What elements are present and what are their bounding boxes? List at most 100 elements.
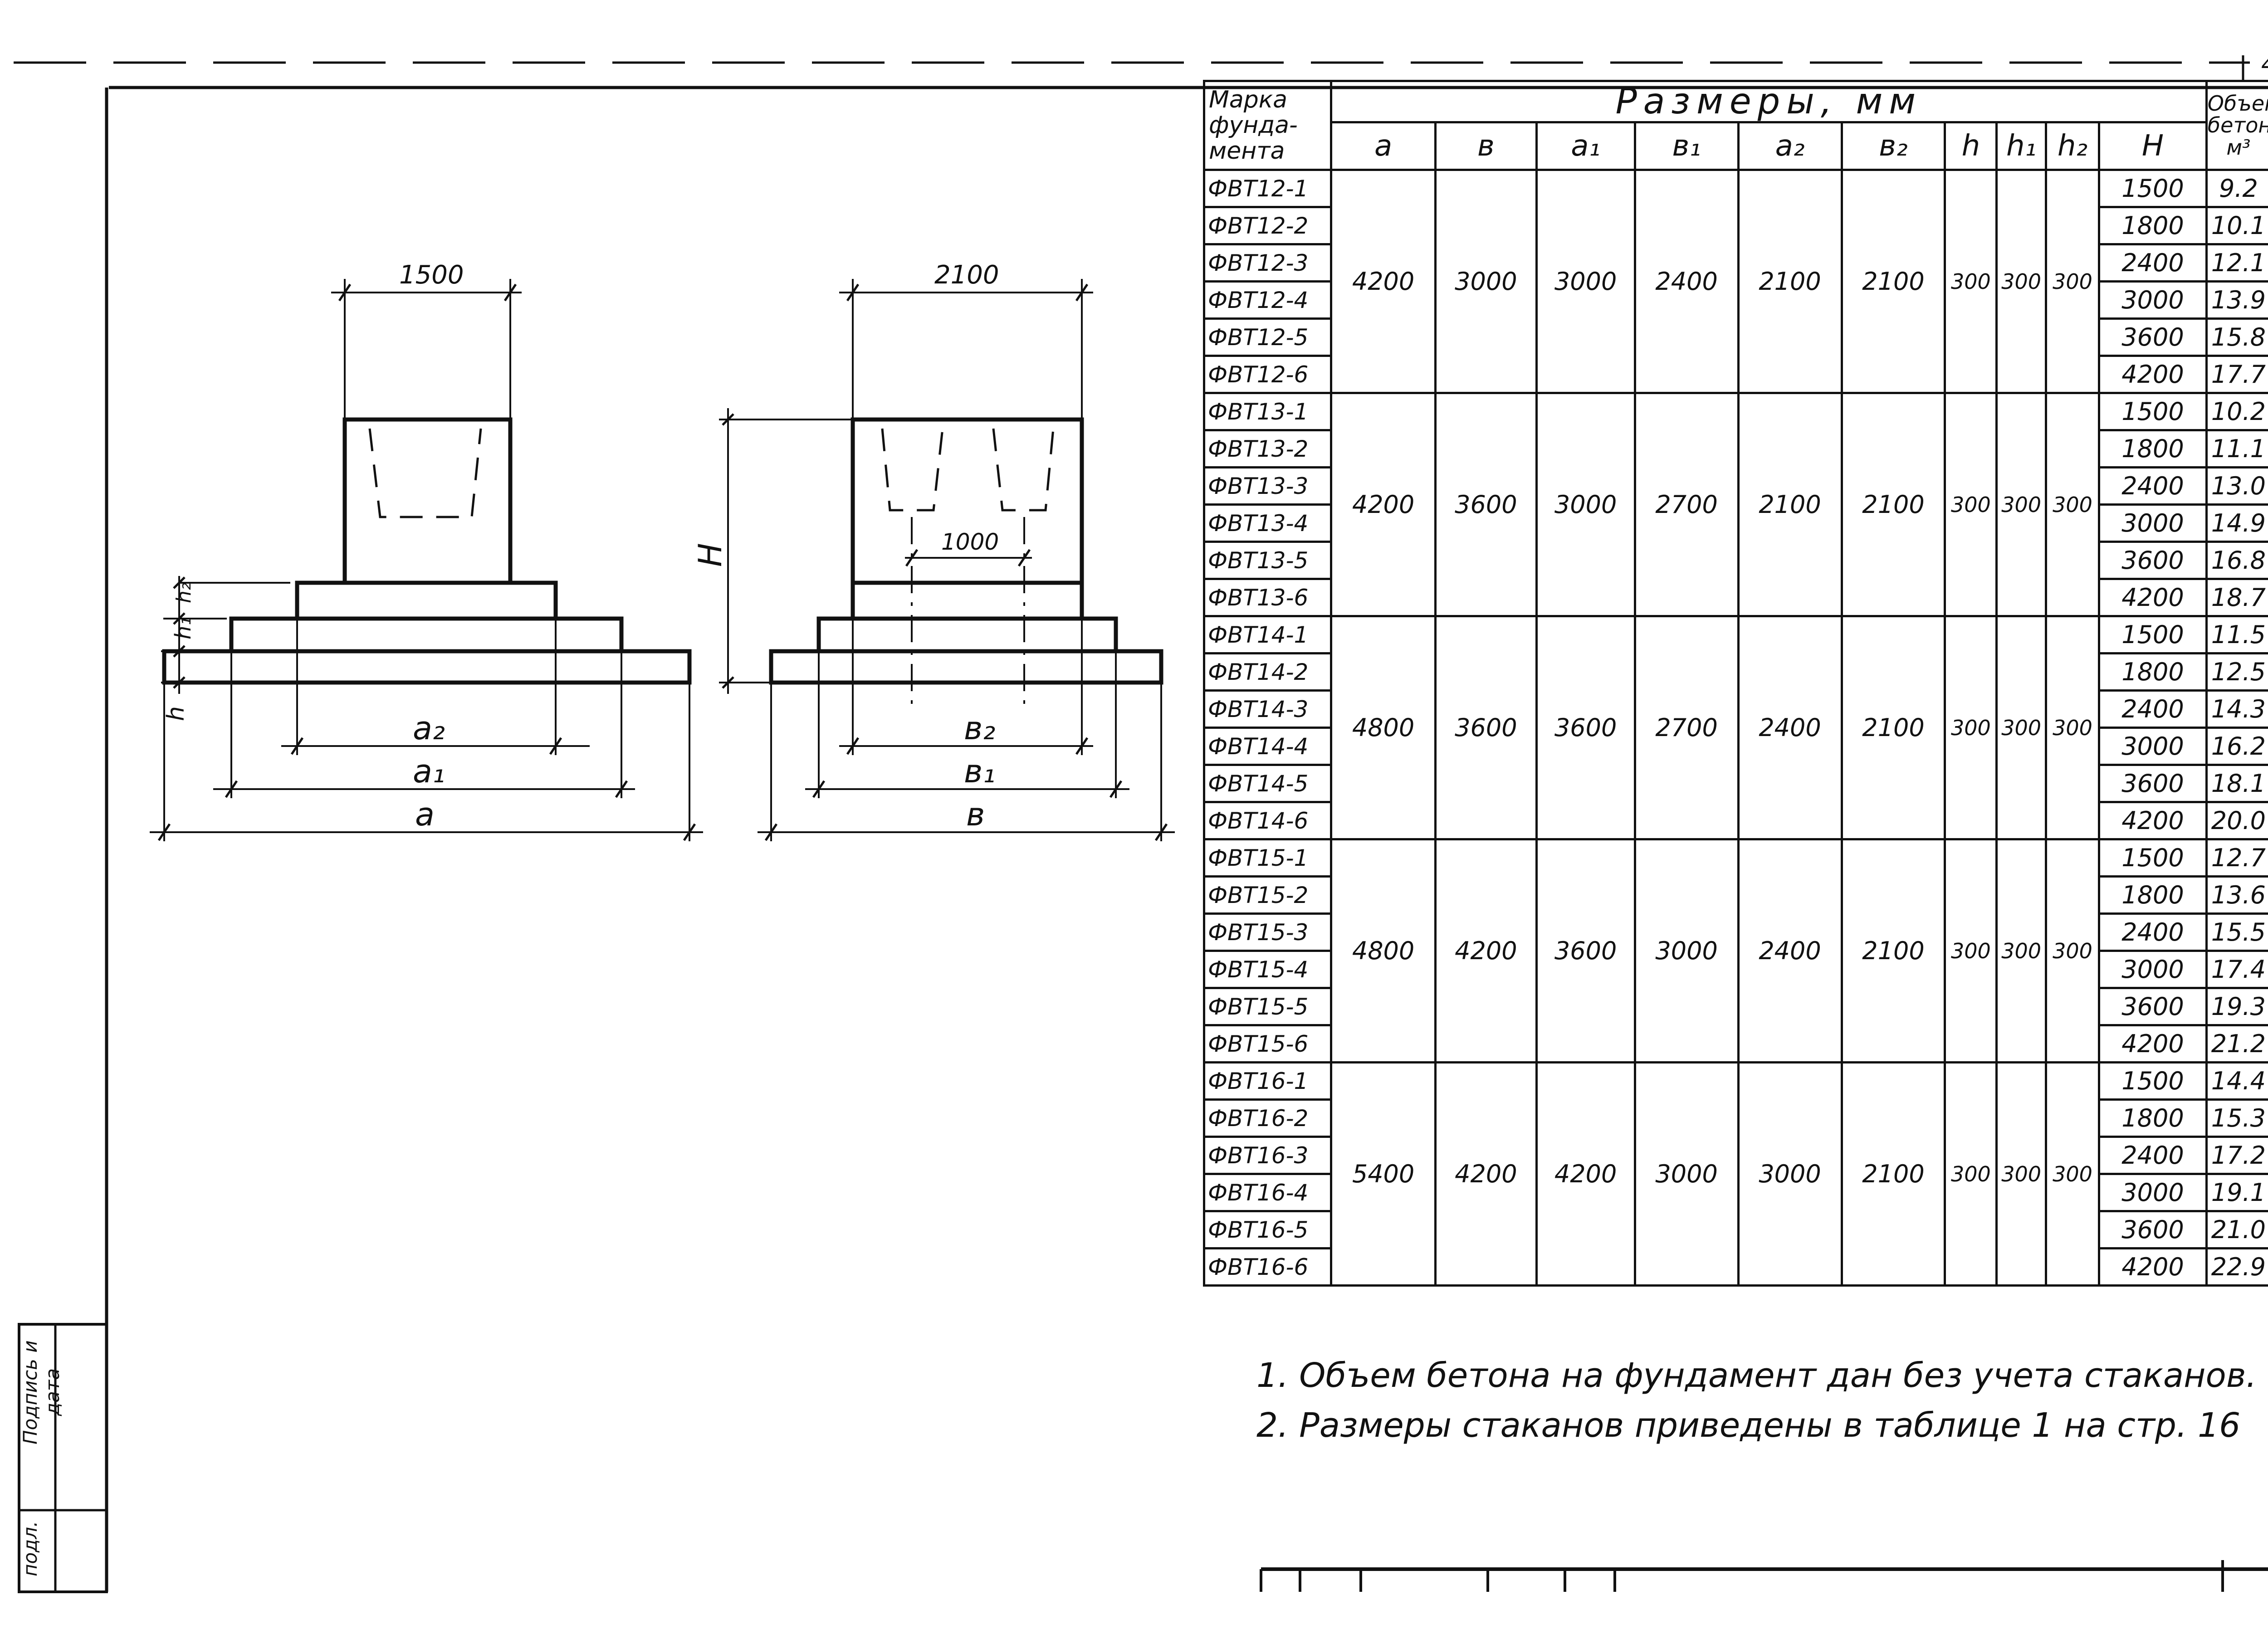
cell-H: 2400 [2098,1136,2208,1175]
cell-mark: ФВТ15-1 [1202,838,1333,878]
cell-a2: 2100 [1737,392,1843,617]
cell-volume: 9.2 [2205,169,2268,208]
cell-h: 300 [1944,392,1998,617]
cell-mark: ФВТ15-4 [1202,950,1333,989]
cell-a2: 2400 [1737,838,1843,1063]
cell-H: 2400 [2098,466,2208,506]
cell-h1: 300 [1995,615,2047,840]
column-header: a₂ [1737,121,1843,171]
column-header: в₁ [1633,121,1740,171]
cell-a: 4200 [1330,392,1437,617]
cell-volume: 20.0 [2205,801,2268,840]
column-header: h [1944,121,1998,171]
cell-volume: 16.8 [2205,541,2268,580]
dim-h2: h₂ [172,582,196,603]
cell-H: 1500 [2098,392,2208,431]
foundation-spec-table: Марка фунда- мента Размеры, мм Объем бет… [1202,80,2268,1287]
cell-mark: ФВТ12-6 [1202,355,1333,394]
header-sizes-title: Размеры, мм [1330,80,2208,123]
cell-H: 3600 [2098,317,2208,357]
cell-h1: 300 [1995,392,2047,617]
cell-volume: 13.0 [2205,466,2268,506]
cell-h: 300 [1944,1061,1998,1287]
dim-1500: 1500 [399,260,464,290]
cell-b: 3000 [1434,169,1538,394]
cell-mark: ФВТ14-3 [1202,689,1333,729]
cell-mark: ФВТ15-5 [1202,987,1333,1026]
column-header: h₂ [2044,121,2101,171]
cell-mark: ФВТ12-4 [1202,280,1333,320]
cell-volume: 17.4 [2205,950,2268,989]
cell-b2: 2100 [1840,169,1946,394]
cell-volume: 15.5 [2205,912,2268,952]
cell-volume: 10.1 [2205,206,2268,245]
cell-mark: ФВТ12-3 [1202,243,1333,283]
cell-h2: 300 [2044,169,2101,394]
column-header: в [1434,121,1538,171]
column-header: a₁ [1535,121,1636,171]
cell-a2: 3000 [1737,1061,1843,1287]
cell-mark: ФВТ14-1 [1202,615,1333,654]
cell-H: 1500 [2098,838,2208,878]
cell-h1: 300 [1995,169,2047,394]
note-2: 2. Размеры стаканов приведены в таблице … [1256,1406,2241,1445]
cell-mark: ФВТ14-6 [1202,801,1333,840]
cell-volume: 14.9 [2205,503,2268,543]
stamp-signature-label: Подпись и дата [19,1340,64,1444]
cell-mark: ФВТ15-2 [1202,875,1333,915]
cell-a: 4800 [1330,615,1437,840]
cell-h2: 300 [2044,392,2101,617]
cell-b1: 2700 [1633,615,1740,840]
cell-mark: ФВТ15-6 [1202,1024,1333,1063]
cell-mark: ФВТ12-1 [1202,169,1333,208]
cell-volume: 16.2 [2205,727,2268,766]
cell-b1: 2400 [1633,169,1740,394]
header-volume: Объем бетона м³ [2205,80,2268,171]
cell-H: 1800 [2098,1098,2208,1138]
cell-volume: 18.7 [2205,578,2268,617]
stamp-podl-label: подл. [19,1521,41,1577]
cell-volume: 14.4 [2205,1061,2268,1101]
cell-volume: 18.1 [2205,764,2268,803]
cell-volume: 15.8 [2205,317,2268,357]
cell-mark: ФВТ13-6 [1202,578,1333,617]
cell-H: 1800 [2098,206,2208,245]
cell-mark: ФВТ13-3 [1202,466,1333,506]
cell-h: 300 [1944,615,1998,840]
cell-H: 3000 [2098,727,2208,766]
cell-b: 4200 [1434,1061,1538,1287]
cell-volume: 19.1 [2205,1173,2268,1212]
cell-mark: ФВТ14-2 [1202,652,1333,692]
cell-volume: 12.5 [2205,652,2268,692]
cell-mark: ФВТ14-5 [1202,764,1333,803]
column-header: h₁ [1995,121,2047,171]
cell-H: 3000 [2098,950,2208,989]
cell-a1: 3600 [1535,838,1636,1063]
cell-b1: 3000 [1633,1061,1740,1287]
cell-b1: 3000 [1633,838,1740,1063]
cell-a1: 3600 [1535,615,1636,840]
cell-mark: ФВТ13-2 [1202,429,1333,468]
header-mark: Марка фунда- мента [1202,80,1333,171]
cell-volume: 21.0 [2205,1210,2268,1249]
dim-b2: в₂ [964,710,995,747]
dim-H: H [692,543,729,567]
dim-b1: в₁ [964,753,995,790]
cell-volume: 12.7 [2205,838,2268,878]
dim-h: h [162,706,190,721]
